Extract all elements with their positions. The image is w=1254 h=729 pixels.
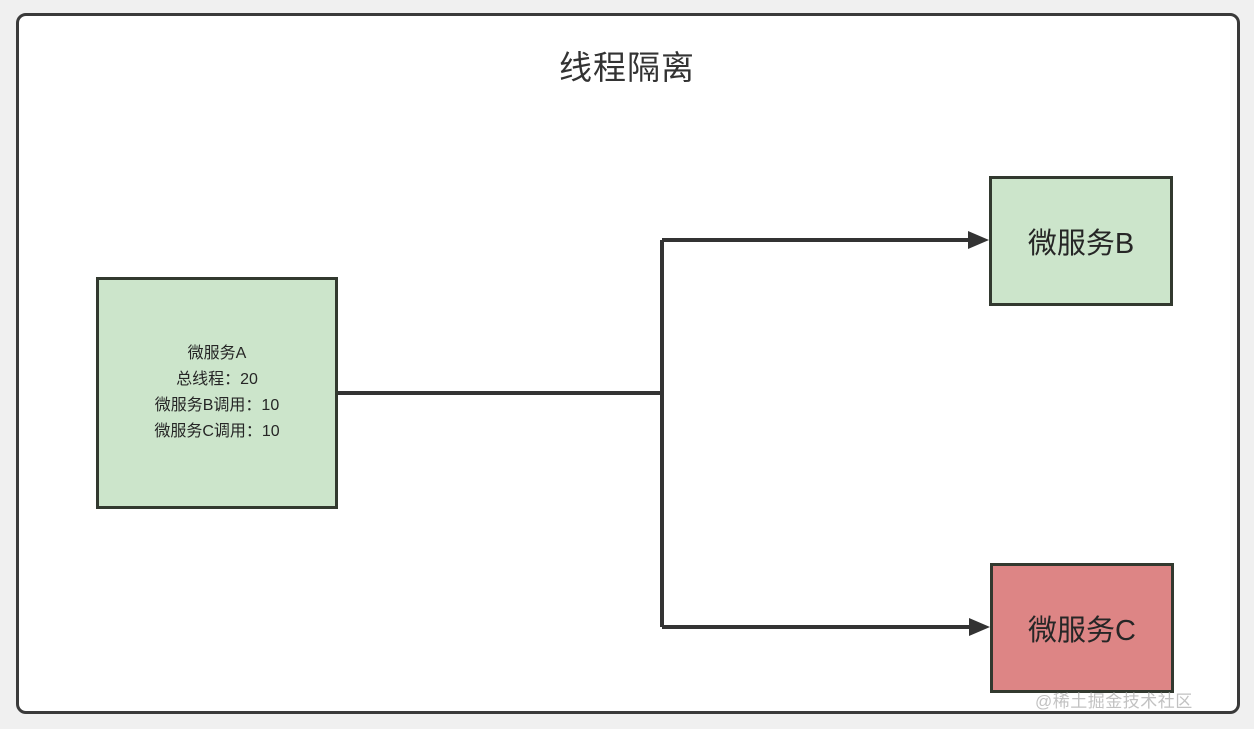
node-service-c[interactable]: 微服务C [990, 563, 1174, 693]
watermark: @稀土掘金技术社区 [1035, 692, 1193, 711]
node-service-a-line-2: 总线程：20 [176, 371, 258, 388]
node-service-a-line-4: 微服务C调用：10 [154, 423, 280, 440]
diagram-title: 线程隔离 [559, 49, 695, 86]
node-service-a-line-3: 微服务B调用：10 [154, 397, 280, 414]
node-service-c-label: 微服务C [1028, 615, 1136, 647]
node-service-a[interactable]: 微服务A 总线程：20 微服务B调用：10 微服务C调用：10 [96, 277, 338, 509]
node-service-b-label: 微服务B [1027, 228, 1135, 260]
node-service-b[interactable]: 微服务B [989, 176, 1173, 306]
node-service-a-text: 微服务A 总线程：20 微服务B调用：10 微服务C调用：10 [154, 341, 279, 445]
node-service-a-line-1: 微服务A [187, 345, 247, 362]
